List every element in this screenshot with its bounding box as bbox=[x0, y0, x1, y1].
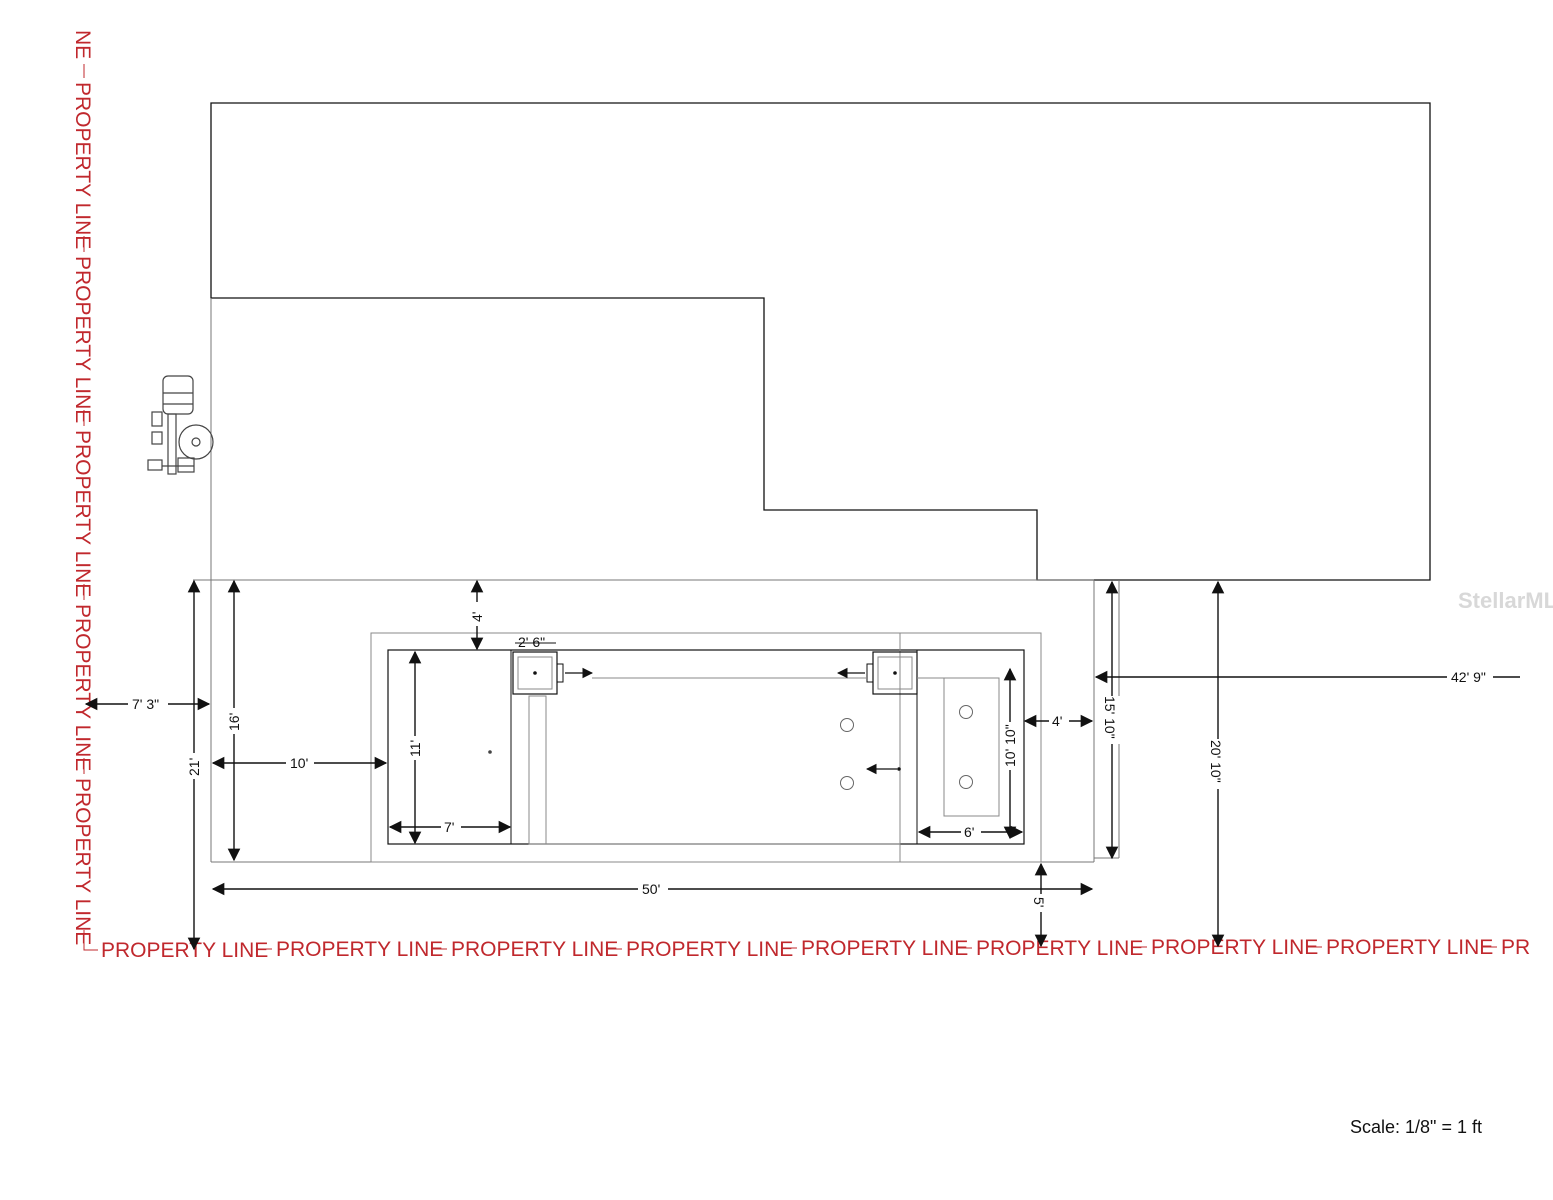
property-line-label: PROPERTY LINE bbox=[71, 604, 94, 771]
property-line-prefix: NE bbox=[71, 30, 94, 59]
property-line-label: PROPERTY LINE bbox=[101, 939, 268, 962]
property-line-label: PROPERTY LINE bbox=[276, 938, 443, 961]
property-line-tail: PR bbox=[1501, 936, 1530, 959]
dimension-label: 42' 9" bbox=[1451, 669, 1486, 685]
property-line-label: PROPERTY LINE bbox=[626, 938, 793, 961]
dimension-label: 20' 10" bbox=[1208, 740, 1224, 783]
property-line-label: PROPERTY LINE bbox=[71, 256, 94, 423]
drain-icon bbox=[840, 718, 854, 732]
property-line-label: PROPERTY LINE bbox=[451, 938, 618, 961]
property-line-label: PROPERTY LINE bbox=[71, 778, 94, 945]
jet-icon bbox=[959, 705, 973, 719]
dimension-label: 11' bbox=[407, 740, 423, 757]
skimmer-icon bbox=[512, 651, 564, 695]
dimension-label: 7' bbox=[444, 819, 454, 835]
pool-area bbox=[211, 580, 1120, 863]
property-line-bottom: PROPERTY LINE PROPERTY LINE PROPERTY LIN… bbox=[83, 936, 1530, 962]
dimension-label: 50' bbox=[642, 881, 660, 897]
scale-label: Scale: 1/8" = 1 ft bbox=[1350, 1117, 1482, 1137]
skimmer-icon bbox=[866, 651, 918, 695]
pool-equipment-icon bbox=[147, 375, 214, 475]
jet-icon bbox=[959, 775, 973, 789]
dimension-label: 2' 6" bbox=[518, 634, 545, 650]
dimension-label: 4' bbox=[469, 612, 485, 622]
dimension-label: 10' 10" bbox=[1002, 724, 1018, 767]
pool-water-edge bbox=[387, 649, 1025, 845]
pool-coping bbox=[370, 632, 1042, 863]
property-line-label: PROPERTY LINE bbox=[71, 82, 94, 249]
drain-icon bbox=[840, 776, 854, 790]
property-line-label: PROPERTY LINE bbox=[1151, 936, 1318, 959]
dimension-label: 16' bbox=[226, 713, 242, 731]
dimension-label: 10' bbox=[290, 755, 308, 771]
property-line-label: PROPERTY LINE bbox=[801, 937, 968, 960]
dimension-label: 4' bbox=[1052, 713, 1062, 729]
property-line-label: PROPERTY LINE bbox=[1326, 936, 1493, 959]
dimension-label: 15' 10" bbox=[1102, 696, 1118, 739]
property-line-label: PROPERTY LINE bbox=[976, 937, 1143, 960]
dimension-label: 5' bbox=[1031, 897, 1047, 907]
house-outline bbox=[210, 102, 1431, 581]
property-line-left: NE PROPERTY LINE PROPERTY LINE PROPERTY … bbox=[71, 30, 94, 945]
dimension-label: 21' bbox=[186, 758, 202, 776]
dimension-label: 6' bbox=[964, 824, 974, 840]
bench bbox=[943, 677, 1000, 817]
property-line-label: PROPERTY LINE bbox=[71, 430, 94, 597]
dimension-label: 7' 3" bbox=[132, 696, 159, 712]
